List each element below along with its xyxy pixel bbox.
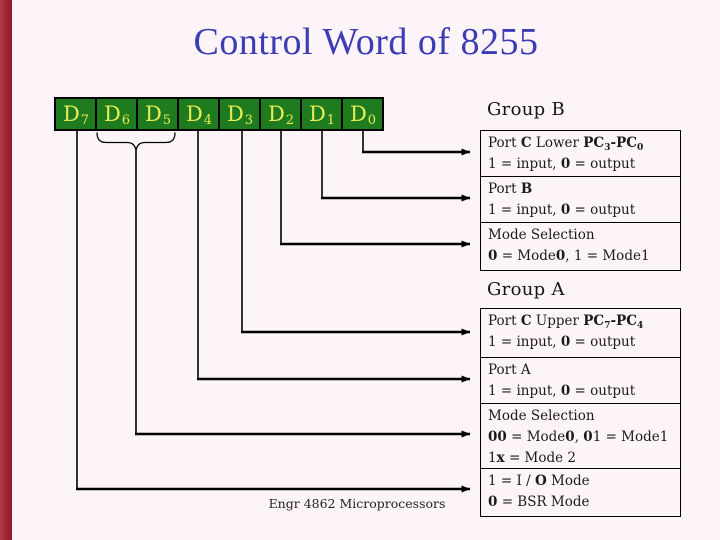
group-b-heading: Group B bbox=[487, 99, 565, 120]
left-accent-bar bbox=[0, 0, 12, 540]
footer-course-label: Engr 4862 Microprocessors bbox=[268, 496, 446, 511]
group-a-heading: Group A bbox=[487, 279, 565, 300]
d6-d5-brace bbox=[96, 132, 176, 153]
page-title: Control Word of 8255 bbox=[193, 21, 539, 63]
